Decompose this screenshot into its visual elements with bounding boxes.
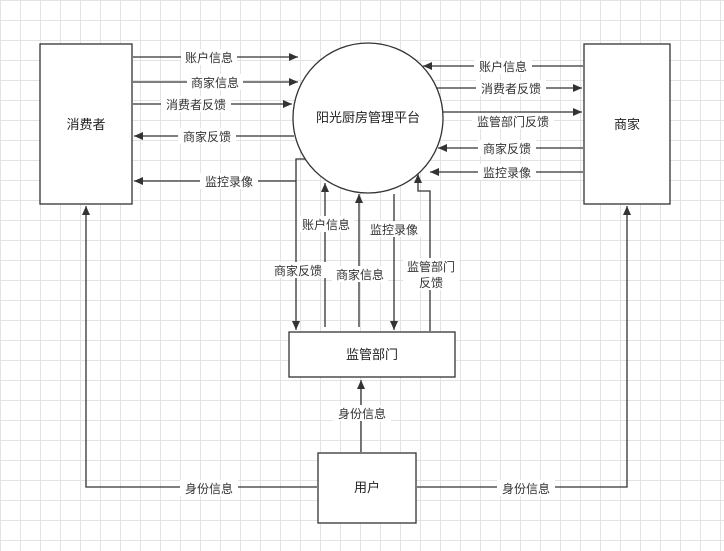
flow-user-to-merchant-identity: [417, 206, 631, 488]
flow-regulator-to-platform-regulator-feedback: [414, 174, 431, 331]
flow-label-regulator-feedback-line2: 反馈: [419, 276, 443, 290]
flow-label-consumer-account: 账户信息: [185, 50, 233, 65]
consumer-entity: [39, 43, 133, 205]
flow-label-regulator-feedback-line1: 监管部门: [407, 259, 455, 274]
merchant-entity: [583, 43, 671, 205]
flow-label-merchant-account: 账户信息: [479, 59, 527, 74]
flow-label-merchant-video: 监控录像: [483, 166, 531, 180]
flow-label-regulator-video: 监控录像: [370, 223, 418, 237]
flow-label-merchant-merchant-feedback: 商家反馈: [483, 141, 531, 156]
flow-label-consumer-video: 监控录像: [205, 175, 253, 189]
flow-label-user-to-regulator: 身份信息: [338, 406, 386, 421]
platform-process-label: 阳光厨房管理平台: [316, 110, 420, 126]
user-entity: [317, 452, 417, 524]
consumer-entity-label: 消费者: [66, 118, 105, 133]
flow-label-consumer-merchant-info: 商家信息: [191, 75, 239, 90]
merchant-entity-label: 商家: [614, 117, 640, 133]
flow-platform-to-regulator-merchant-feedback: [292, 158, 316, 330]
flow-label-regulator-merchant-info: 商家信息: [336, 267, 384, 282]
flow-label-regulator-account: 账户信息: [302, 217, 350, 232]
flow-user-to-consumer-identity: [82, 206, 317, 488]
flow-label-consumer-merchant-feedback: 商家反馈: [183, 129, 231, 144]
regulator-entity: [288, 331, 456, 378]
regulator-entity-label: 监管部门: [346, 348, 398, 363]
platform-process: [292, 42, 444, 194]
flow-label-merchant-consumer-feedback: 消费者反馈: [481, 82, 541, 96]
flow-label-consumer-feedback: 消费者反馈: [166, 98, 226, 112]
flow-label-user-to-merchant: 身份信息: [502, 481, 550, 496]
flow-label-user-to-consumer: 身份信息: [185, 481, 233, 496]
flow-label-regulator-merchant-feedback: 商家反馈: [274, 263, 322, 278]
user-entity-label: 用户: [354, 480, 380, 496]
flow-label-merchant-regulator-feedback: 监管部门反馈: [477, 114, 549, 129]
